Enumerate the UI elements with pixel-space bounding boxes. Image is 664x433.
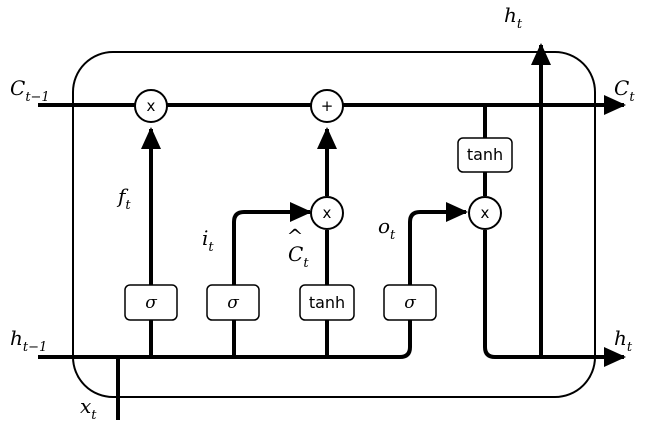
svg-text:x: x <box>147 97 156 115</box>
output-gate-wire <box>399 202 468 359</box>
label-forget: ft <box>116 184 131 213</box>
svg-text:σ: σ <box>145 293 157 313</box>
svg-text:σ: σ <box>404 293 416 313</box>
forget-gate-box: σ <box>124 284 178 321</box>
output-gate-box: σ <box>383 284 437 321</box>
label-input: it <box>202 226 214 255</box>
label-h-out-top: ht <box>504 3 523 32</box>
label-h-out-right: ht <box>614 326 633 355</box>
svg-text:x: x <box>323 204 332 222</box>
svg-text:Ct: Ct <box>288 242 309 271</box>
label-x-in: xt <box>80 394 97 423</box>
svg-text:tanh: tanh <box>309 293 345 312</box>
input-gate-box: σ <box>206 284 260 321</box>
svg-text:x: x <box>481 204 490 222</box>
candidate-tanh-box: tanh <box>299 284 355 321</box>
input-gate-wire <box>232 202 312 357</box>
cell-tanh-box: tanh <box>457 137 513 173</box>
label-c-prev: Ct−1 <box>10 76 50 105</box>
label-h-prev: ht−1 <box>10 326 47 355</box>
label-output: ot <box>378 214 396 243</box>
output-hidden-wire <box>483 230 626 367</box>
add-op: + <box>310 89 344 123</box>
cell-boundary <box>72 51 596 398</box>
forget-mult-op: x <box>134 89 168 123</box>
svg-text:tanh: tanh <box>467 145 503 164</box>
svg-text:+: + <box>321 97 334 115</box>
label-c-out: Ct <box>614 76 635 105</box>
input-mult-op: x <box>310 196 344 230</box>
label-candidate: ^ Ct <box>287 224 310 271</box>
output-mult-op: x <box>468 196 502 230</box>
svg-text:^: ^ <box>287 224 304 248</box>
svg-text:σ: σ <box>227 293 239 313</box>
